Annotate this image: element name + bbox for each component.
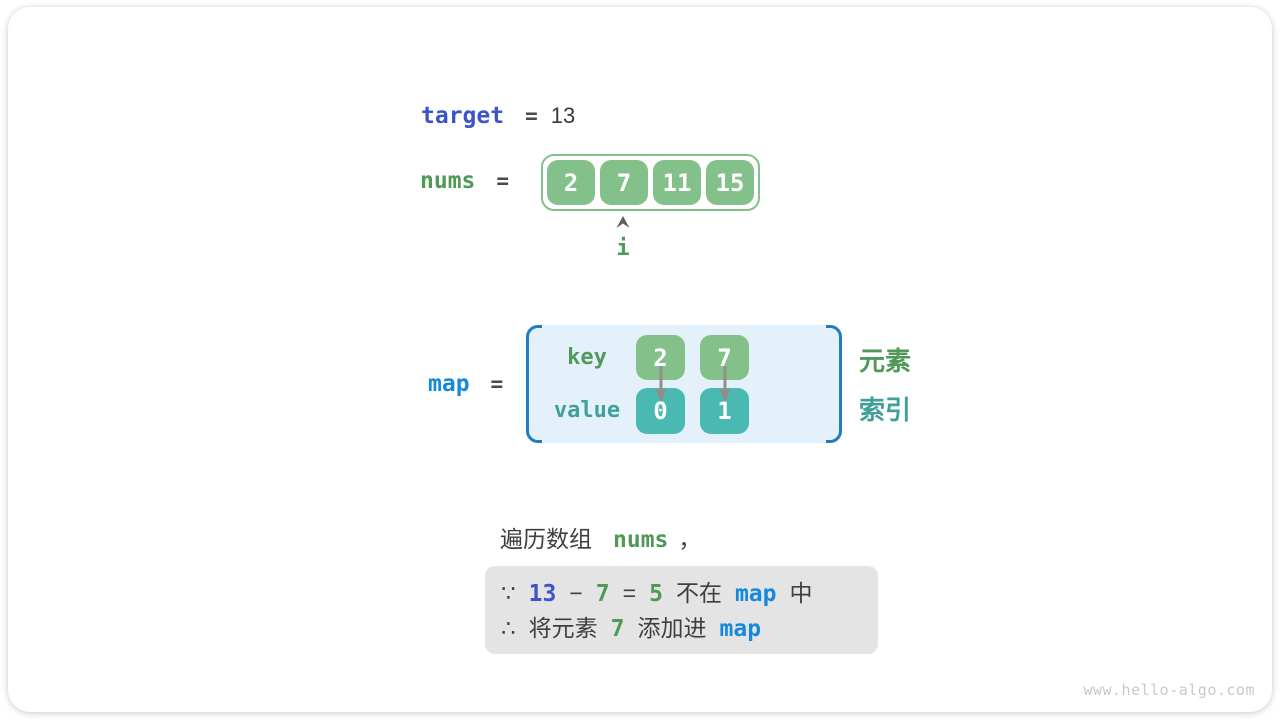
value-row-label: value	[553, 398, 621, 423]
note-box: ∵ 13 − 7 = 5 不在 map 中 ∴ 将元素 7 添加进 map	[485, 566, 878, 654]
therefore-symbol: ∴	[501, 615, 516, 641]
element-side-label: 元素	[859, 346, 912, 376]
equals-sign: =	[496, 169, 510, 193]
array-cell: 11	[653, 160, 701, 205]
map-value-cell: 1	[700, 388, 749, 434]
figure-card: target = 13 nums = 2 7 11 15 i map = key…	[8, 7, 1272, 712]
index-pointer-label: i	[616, 236, 630, 261]
key-row-label: key	[567, 345, 607, 370]
index-side-label: 索引	[859, 395, 912, 425]
caption-nums-code: nums	[613, 527, 669, 553]
map-code: map	[719, 616, 762, 642]
array-cell: 7	[600, 160, 648, 205]
caption-comma: ，	[678, 526, 702, 552]
not-in-text: 不在	[675, 580, 722, 606]
minuend: 13	[528, 581, 557, 607]
target-value: 13	[550, 103, 576, 128]
index-pointer-caret-icon	[616, 216, 630, 228]
map-value-cell: 0	[636, 388, 685, 434]
map-variable: map	[428, 371, 470, 397]
equals-sign: =	[622, 580, 637, 606]
added-element: 7	[610, 616, 625, 642]
note-line-therefore: ∴ 将元素 7 添加进 map	[501, 611, 878, 646]
in-text: 中	[789, 580, 813, 606]
nums-variable: nums	[420, 168, 476, 194]
subtrahend: 7	[595, 581, 610, 607]
target-assignment: target = 13	[421, 103, 575, 129]
add-text-2: 添加进	[637, 615, 707, 641]
array-cell: 15	[706, 160, 754, 205]
left-bracket-icon	[526, 325, 542, 443]
note-line-because: ∵ 13 − 7 = 5 不在 map 中	[501, 576, 878, 611]
nums-assignment: nums =	[420, 168, 522, 194]
map-code: map	[734, 581, 777, 607]
right-bracket-icon	[826, 325, 842, 443]
caption-line: 遍历数组 nums ，	[500, 520, 701, 554]
difference: 5	[649, 581, 663, 607]
array-cell: 2	[547, 160, 595, 205]
key-to-value-arrow-icon	[719, 366, 731, 402]
because-symbol: ∵	[501, 580, 516, 606]
nums-array: 2 7 11 15	[541, 154, 760, 211]
map-assignment: map =	[428, 371, 516, 397]
caption-text: 遍历数组	[500, 526, 592, 552]
add-text-1: 将元素	[528, 615, 598, 641]
target-variable: target	[421, 103, 505, 129]
map-container: key value 2 7 0 1	[526, 325, 842, 443]
site-watermark: www.hello-algo.com	[1083, 681, 1255, 699]
equals-sign: =	[490, 372, 504, 396]
equals-sign: =	[525, 104, 538, 128]
minus-sign: −	[569, 580, 583, 606]
key-to-value-arrow-icon	[655, 366, 667, 402]
